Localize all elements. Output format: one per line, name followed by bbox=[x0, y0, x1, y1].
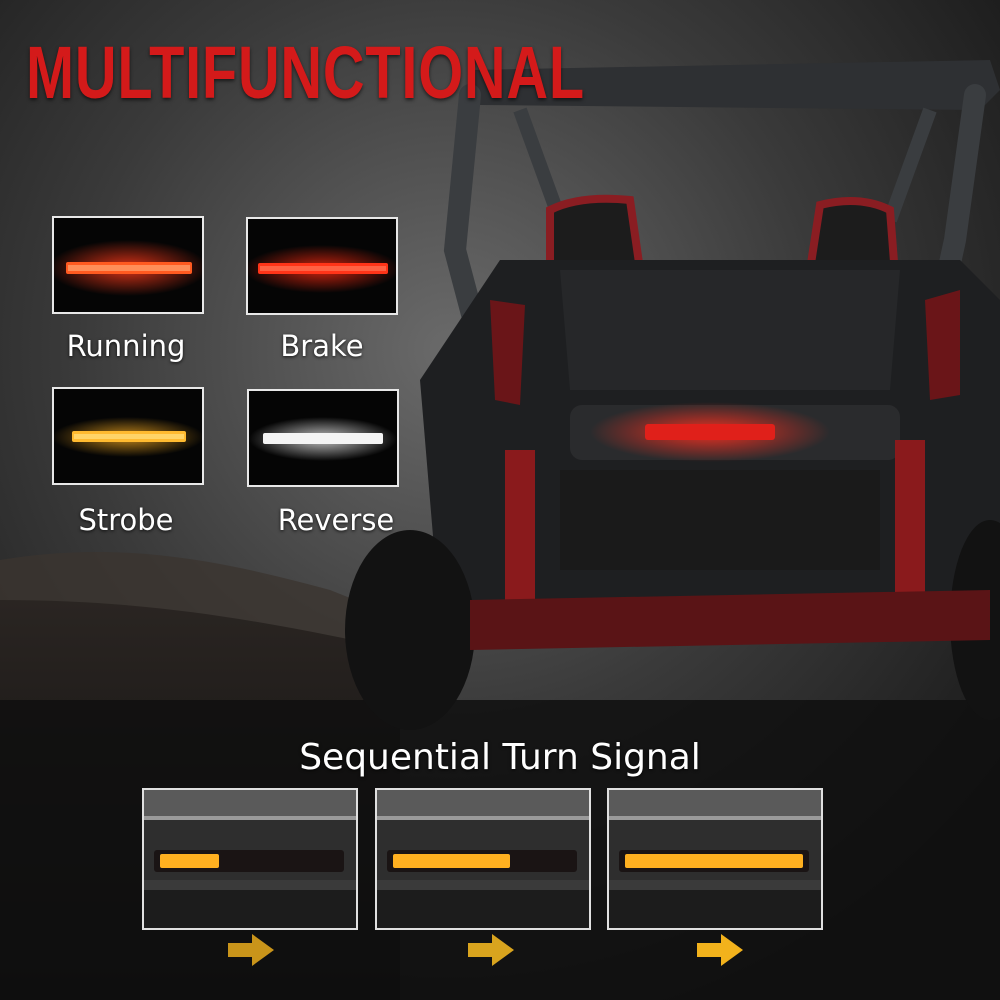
light-bar-running bbox=[54, 240, 202, 296]
mode-card-strobe bbox=[52, 387, 204, 485]
sequential-step-3 bbox=[607, 788, 823, 930]
mode-label-strobe: Strobe bbox=[78, 503, 174, 537]
arrow-right-icon bbox=[468, 934, 514, 966]
light-bar-reverse bbox=[249, 417, 397, 461]
arrow-right-icon bbox=[697, 934, 743, 966]
sequential-step-3-image bbox=[609, 790, 821, 928]
mode-label-brake: Brake bbox=[280, 329, 364, 363]
sequential-turn-signal-title: Sequential Turn Signal bbox=[299, 737, 701, 778]
sequential-lit-segment bbox=[625, 854, 803, 868]
utv-vehicle bbox=[345, 60, 1000, 730]
sequential-step-2 bbox=[375, 788, 591, 930]
light-bar-brake bbox=[248, 245, 396, 293]
arrow-right-icon bbox=[228, 934, 274, 966]
mode-label-reverse: Reverse bbox=[277, 503, 395, 537]
light-bar-strobe bbox=[54, 417, 202, 457]
sequential-step-2-image bbox=[377, 790, 589, 928]
sequential-step-1 bbox=[142, 788, 358, 930]
mode-card-brake bbox=[246, 217, 398, 315]
mode-card-running bbox=[52, 216, 204, 314]
mode-card-reverse bbox=[247, 389, 399, 487]
sequential-step-1-image bbox=[144, 790, 356, 928]
sequential-lit-segment bbox=[393, 854, 510, 868]
mode-label-running: Running bbox=[66, 329, 186, 363]
page-title: MULTIFUNCTIONAL bbox=[26, 31, 585, 114]
sequential-lit-segment bbox=[160, 854, 219, 868]
